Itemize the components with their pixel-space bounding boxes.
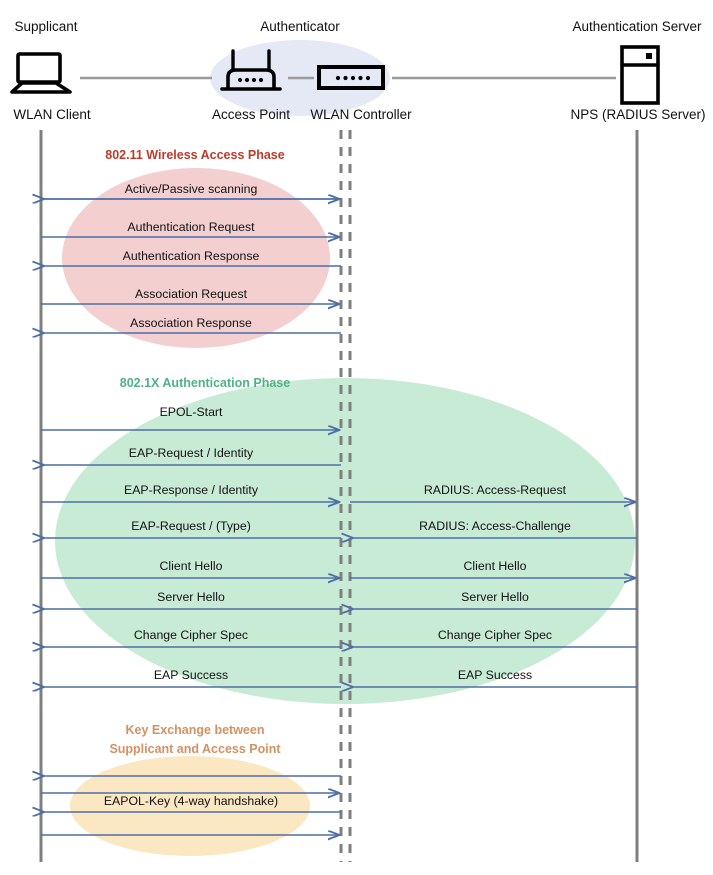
message-label-eap-request-identity: EAP-Request / Identity — [128, 446, 254, 460]
message-label-change-cipher-spec-right: Change Cipher Spec — [437, 628, 553, 642]
message-label-client-hello-left: Client Hello — [159, 559, 223, 573]
phase-label-802-1x: 802.1X Authentication Phase — [119, 376, 291, 390]
phase-label-802-11: 802.11 Wireless Access Phase — [105, 148, 285, 162]
message-label-client-hello-right: Client Hello — [463, 559, 527, 573]
message-label-eapol-key-4-way-handshake: EAPOL-Key (4-way handshake) — [103, 794, 279, 808]
wireless-router-icon — [216, 48, 286, 98]
phase-label-key-exchange: Key Exchange between Supplicant and Acce… — [70, 721, 320, 759]
role-title-authentication-server: Authentication Server — [572, 19, 702, 34]
phase-label-key-exchange-line-2: Supplicant and Access Point — [109, 742, 281, 756]
message-label-server-hello-right: Server Hello — [461, 590, 529, 604]
message-label-eap-success-left: EAP Success — [153, 668, 229, 682]
phase-key-exchange-ellipse — [70, 756, 310, 856]
message-label-association-response: Association Response — [130, 316, 252, 330]
message-label-eap-success-right: EAP Success — [457, 668, 533, 682]
message-label-association-request: Association Request — [134, 287, 248, 301]
role-title-authenticator: Authenticator — [260, 19, 340, 34]
message-label-radius-access-request: RADIUS: Access-Request — [423, 483, 567, 497]
node-label-wlan-controller: WLAN Controller — [310, 107, 412, 122]
node-label-nps-radius-server: NPS (RADIUS Server) — [570, 107, 706, 122]
message-label-authentication-response: Authentication Response — [122, 249, 260, 263]
phase-label-key-exchange-line-1: Key Exchange between — [125, 723, 265, 737]
message-label-server-hello-left: Server Hello — [157, 590, 225, 604]
message-label-radius-access-challenge: RADIUS: Access-Challenge — [419, 519, 571, 533]
laptop-icon — [8, 50, 74, 96]
node-label-wlan-client: WLAN Client — [13, 107, 91, 122]
message-label-epol-start: EPOL-Start — [159, 405, 223, 419]
server-rack-icon — [618, 44, 662, 106]
message-label-active-passive-scanning: Active/Passive scanning — [124, 182, 258, 196]
message-label-change-cipher-spec-left: Change Cipher Spec — [133, 628, 249, 642]
phase-802-1x-ellipse — [55, 378, 635, 704]
message-label-eap-request-type: EAP-Request / (Type) — [131, 519, 251, 533]
message-label-eap-response-identity: EAP-Response / Identity — [124, 483, 258, 497]
network-switch-icon — [316, 62, 386, 94]
node-label-access-point: Access Point — [211, 107, 291, 122]
message-label-authentication-request: Authentication Request — [127, 220, 255, 234]
role-title-supplicant: Supplicant — [14, 19, 78, 34]
phase-802-11-ellipse — [62, 168, 330, 348]
